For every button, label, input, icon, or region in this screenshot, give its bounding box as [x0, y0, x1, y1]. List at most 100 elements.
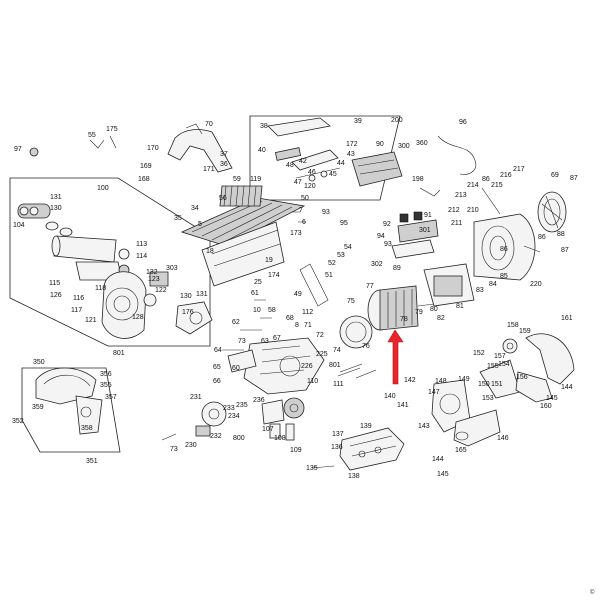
part-number-label: 40	[258, 147, 266, 154]
blade-guard-part	[35, 367, 103, 435]
part-number-label: 226	[301, 363, 313, 370]
part-number-label: 161	[561, 315, 573, 322]
part-number-label: 19	[265, 257, 273, 264]
part-number-label: 138	[348, 473, 360, 480]
part-number-label: 10	[253, 307, 261, 314]
part-number-label: 135	[306, 465, 318, 472]
part-number-label: 356	[100, 371, 112, 378]
part-number-label: 68	[286, 315, 294, 322]
part-number-label: 358	[81, 425, 93, 432]
end-cap-part	[537, 191, 567, 233]
part-number-label: 150	[478, 381, 490, 388]
part-number-label: 303	[166, 265, 178, 272]
part-number-label: 72	[316, 332, 324, 339]
part-number-label: 86	[538, 234, 546, 241]
part-number-label: 45	[329, 171, 337, 178]
part-number-label: 122	[155, 287, 167, 294]
control-box-part	[351, 135, 477, 187]
part-number-label: 216	[500, 172, 512, 179]
part-number-label: 217	[513, 166, 525, 173]
part-number-label: 801	[329, 362, 341, 369]
switch-assembly	[267, 117, 341, 182]
part-number-label: 144	[432, 456, 444, 463]
part-number-label: 86	[500, 246, 508, 253]
part-number-label: 89	[393, 265, 401, 272]
part-number-label: 97	[14, 146, 22, 153]
part-number-label: 147	[428, 389, 440, 396]
part-number-label: 145	[437, 471, 449, 478]
part-number-label: 151	[491, 381, 503, 388]
part-number-label: 198	[412, 176, 424, 183]
bevel-assembly-part	[431, 333, 575, 447]
part-number-label: 107	[262, 426, 274, 433]
part-number-label: 211	[451, 220, 462, 227]
part-number-label: 82	[437, 315, 445, 322]
part-number-label: 43	[347, 151, 355, 158]
part-number-label: 142	[404, 377, 416, 384]
part-number-label: 157	[494, 353, 506, 360]
part-number-label: 76	[362, 343, 370, 350]
part-number-label: 54	[344, 244, 352, 251]
part-number-label: 95	[340, 220, 348, 227]
subassembly-frames	[9, 115, 401, 453]
part-number-label: 53	[337, 252, 345, 259]
part-number-label: 47	[294, 179, 302, 186]
part-number-label: 200	[391, 117, 403, 124]
part-number-label: 213	[455, 192, 467, 199]
part-number-label: 350	[33, 359, 45, 366]
part-number-label: 140	[384, 393, 396, 400]
part-number-label: 56	[219, 195, 227, 202]
field-stator-part	[423, 263, 475, 307]
part-number-label: 141	[397, 402, 409, 409]
part-number-label: 73	[170, 446, 178, 453]
part-number-label: 300	[398, 143, 410, 150]
part-number-label: 70	[205, 121, 213, 128]
part-number-label: 131	[196, 291, 208, 298]
part-number-label: 44	[337, 160, 345, 167]
part-number-label: 87	[561, 247, 569, 254]
part-number-label: 77	[366, 283, 374, 290]
part-number-label: 7	[299, 207, 303, 214]
part-number-label: 62	[232, 319, 240, 326]
part-number-label: 176	[182, 309, 194, 316]
part-number-label: 355	[100, 382, 112, 389]
part-number-label: 168	[138, 176, 150, 183]
part-number-label: 145	[546, 395, 558, 402]
part-number-label: 359	[32, 404, 44, 411]
part-number-label: 158	[507, 322, 519, 329]
part-number-label: 302	[371, 261, 383, 268]
part-number-label: 234	[228, 413, 240, 420]
part-number-label: 360	[416, 140, 428, 147]
part-number-label: 121	[85, 317, 97, 324]
part-number-label: 225	[316, 351, 328, 358]
part-number-label: 146	[497, 435, 509, 442]
part-number-label: 132	[146, 269, 158, 276]
part-number-label: 67	[273, 335, 281, 342]
part-number-label: 160	[540, 403, 552, 410]
part-number-label: 51	[325, 272, 333, 279]
base-plate-part	[180, 197, 306, 287]
handle-part	[167, 123, 233, 173]
part-number-label: 143	[418, 423, 430, 430]
part-number-label: 79	[415, 309, 423, 316]
part-number-label: 48	[286, 162, 294, 169]
part-number-label: 152	[473, 350, 485, 357]
motor-housing-part	[473, 213, 536, 281]
part-number-label: 58	[268, 307, 276, 314]
part-number-label: 144	[561, 384, 573, 391]
part-number-label: 63	[261, 338, 269, 345]
part-number-label: 108	[274, 435, 286, 442]
copyright-symbol: ©	[590, 589, 595, 596]
part-number-label: 49	[294, 291, 302, 298]
part-number-label: 212	[448, 207, 460, 214]
part-number-label: 85	[500, 273, 508, 280]
part-number-label: 230	[185, 442, 197, 449]
part-number-label: 91	[424, 212, 432, 219]
left-handle-internals	[17, 203, 213, 339]
part-number-label: 69	[551, 172, 559, 179]
part-number-label: 233	[223, 405, 235, 412]
part-number-label: 5	[198, 221, 202, 228]
part-number-label: 154	[498, 361, 510, 368]
part-number-label: 111	[333, 381, 344, 388]
part-number-label: 215	[491, 182, 503, 189]
